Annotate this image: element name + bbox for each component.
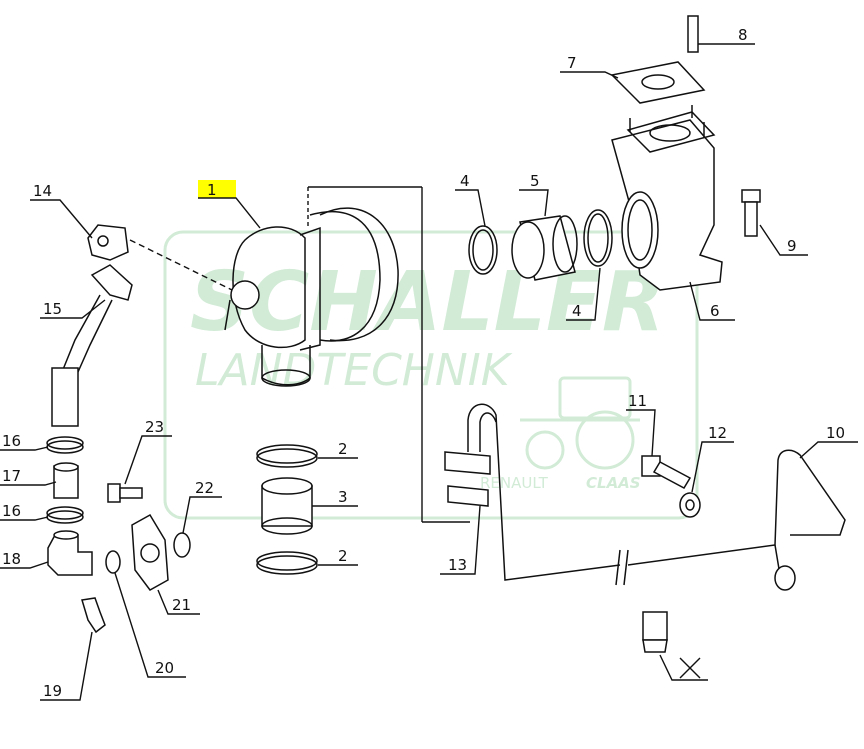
gasket-7 (610, 61, 706, 104)
callout-7: 7 (567, 54, 577, 72)
callout-4-lower: 4 (572, 302, 582, 320)
hose-clamp-2-lower (256, 551, 318, 575)
bracket (81, 597, 106, 634)
oil-return-fitting (47, 530, 93, 576)
stud-8 (687, 15, 699, 53)
part-1-highlight (198, 180, 236, 198)
intake-hose-3 (261, 477, 313, 535)
banjo-bolt-11 (641, 455, 692, 489)
gasket-13 (444, 451, 491, 507)
o-ring-20 (105, 550, 121, 574)
oil-feed-gasket (87, 224, 129, 261)
callout-12: 12 (708, 424, 727, 442)
callout-20: 20 (155, 659, 174, 677)
hose-clamp-upper (46, 436, 84, 454)
seal-ring-4-right (583, 209, 613, 267)
bolt-23 (107, 483, 143, 503)
callout-18: 18 (2, 550, 21, 568)
sleeve-5 (511, 215, 578, 281)
watermark-brand: SCHALLER (190, 255, 665, 350)
callout-10: 10 (826, 424, 845, 442)
callout-1: 1 (207, 181, 217, 199)
watermark-logo-renault: RENAULT (480, 474, 549, 492)
callout-8: 8 (738, 26, 748, 44)
callout-21: 21 (172, 596, 191, 614)
callout-6: 6 (710, 302, 720, 320)
callout-5: 5 (530, 172, 540, 190)
callout-2-lower: 2 (338, 547, 348, 565)
seal-ring-4-left (468, 225, 498, 275)
callout-4-upper: 4 (460, 172, 470, 190)
bolt-9 (741, 189, 761, 237)
flange-21 (131, 513, 169, 591)
callout-16-upper: 16 (2, 432, 21, 450)
watermark-logo-claas: CLAAS (586, 474, 641, 492)
callout-22: 22 (195, 479, 214, 497)
turbocharger (224, 207, 399, 387)
callout-9: 9 (787, 237, 797, 255)
not-shown-symbol (679, 657, 701, 679)
washer-12 (679, 492, 701, 518)
tractor-logo (520, 376, 640, 470)
callout-11: 11 (628, 392, 647, 410)
callout-23: 23 (145, 418, 164, 436)
hose-clamp-2-upper (256, 444, 318, 468)
rubber-sleeve (53, 462, 79, 499)
small-bracket (642, 611, 668, 653)
hose-clamp-lower (46, 506, 84, 524)
callout-14: 14 (33, 182, 52, 200)
callout-15: 15 (43, 300, 62, 318)
leader-lines (0, 43, 858, 701)
watermark: SCHALLER LANDTECHNIK RENAULT CLAAS (163, 230, 699, 520)
exhaust-elbow-6 (611, 105, 723, 291)
callout-19: 19 (43, 682, 62, 700)
oil-pipe-10 (467, 403, 846, 591)
callout-2-upper: 2 (338, 440, 348, 458)
callout-labels: 1 2 2 3 4 4 5 6 7 8 9 10 11 12 13 14 15 … (2, 26, 845, 700)
oil-return-pipe (51, 264, 133, 427)
callout-3: 3 (338, 488, 348, 506)
watermark-subtitle: LANDTECHNIK (195, 345, 513, 396)
seal-22 (173, 532, 191, 558)
callout-17: 17 (2, 467, 21, 485)
callout-16-lower: 16 (2, 502, 21, 520)
callout-13: 13 (448, 556, 467, 574)
